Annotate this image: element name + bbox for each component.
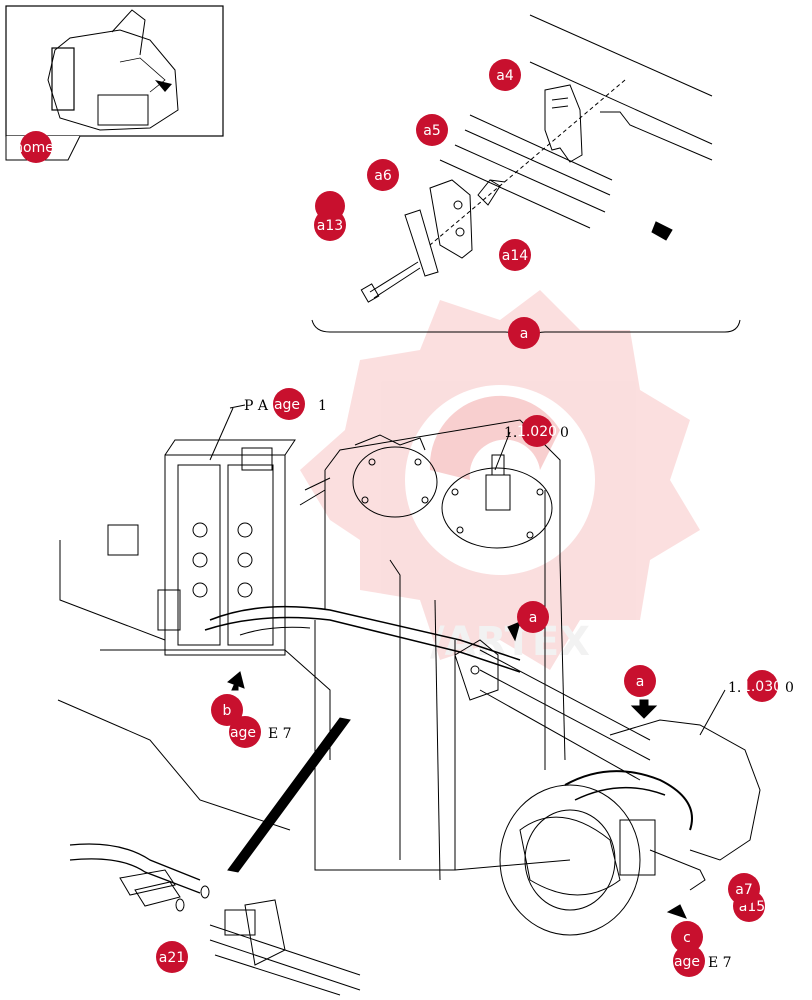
locator-thumbnail <box>5 5 224 161</box>
ref-1030-suffix: 0 <box>785 680 794 696</box>
hotspot-a6-label: a6 <box>374 168 392 184</box>
hotspot-b[interactable]: b <box>211 694 243 726</box>
hotspot-ref-1020[interactable]: 1.020 <box>517 415 557 447</box>
hotspot-page-c[interactable]: age <box>673 945 705 977</box>
detail-a-exploded-view <box>311 14 741 347</box>
hotspot-a6[interactable]: a6 <box>367 159 399 191</box>
hotspot-ref-1030[interactable]: 1.030 <box>742 670 782 702</box>
hotspot-a-mid-label: a <box>529 610 538 626</box>
hotspot-a4[interactable]: a4 <box>489 59 521 91</box>
hotspot-page-top-label: age <box>274 397 300 413</box>
watermark-gear-logo: /ARTEX <box>300 290 700 670</box>
ref-1020-prefix: 1. <box>504 425 517 441</box>
hotspot-c[interactable]: c <box>671 921 703 953</box>
ref-1020-suffix: 0 <box>560 425 569 441</box>
hotspot-a7-label: a7 <box>735 882 753 898</box>
main-assembly-drawing <box>57 404 761 996</box>
hotspot-a-detail-label: a <box>520 326 529 342</box>
page-b-suffix: E 7 <box>268 726 292 742</box>
page-c-suffix: E 7 <box>708 955 732 971</box>
hotspot-c-label: c <box>683 930 691 946</box>
hotspot-a4-label: a4 <box>496 68 514 84</box>
hotspot-a14[interactable]: a14 <box>499 239 531 271</box>
hotspot-b-label: b <box>223 703 232 719</box>
hotspot-a13-label: a13 <box>317 218 343 234</box>
hotspot-ref-1030-label: 1.030 <box>742 679 782 695</box>
hotspot-page-c-label: age <box>674 954 700 970</box>
hotspot-page-top[interactable]: age <box>273 388 305 420</box>
hotspot-page-b-label: age <box>230 725 256 741</box>
home-hotspot-label: home <box>14 140 54 156</box>
page-top-prefix: P A <box>244 398 269 414</box>
hotspot-a5-label: a5 <box>423 123 441 139</box>
hotspot-a7[interactable]: a7 <box>728 873 760 905</box>
hotspot-a-right[interactable]: a <box>624 665 656 697</box>
hotspot-a21[interactable]: a21 <box>156 941 188 973</box>
hotspot-a5[interactable]: a5 <box>416 114 448 146</box>
hotspot-page-b[interactable]: age <box>229 716 261 748</box>
hotspots: home a4 a5 a6 a13 a14 a a <box>14 59 782 977</box>
hotspot-a-detail[interactable]: a <box>508 317 540 349</box>
hotspot-a21-label: a21 <box>159 950 185 966</box>
hotspot-a-mid[interactable]: a <box>517 601 549 633</box>
ref-1030-prefix: 1. <box>728 680 741 696</box>
hotspot-a-right-label: a <box>636 674 645 690</box>
home-hotspot[interactable]: home <box>14 131 54 163</box>
page-top-suffix: 1 <box>318 398 327 414</box>
reference-labels: P A 1 1. 0 1. 0 E 7 E 7 <box>244 398 794 971</box>
hotspot-a14-label: a14 <box>502 248 528 264</box>
hotspot-a13[interactable]: a13 <box>314 191 346 241</box>
hotspot-ref-1020-label: 1.020 <box>517 424 557 440</box>
